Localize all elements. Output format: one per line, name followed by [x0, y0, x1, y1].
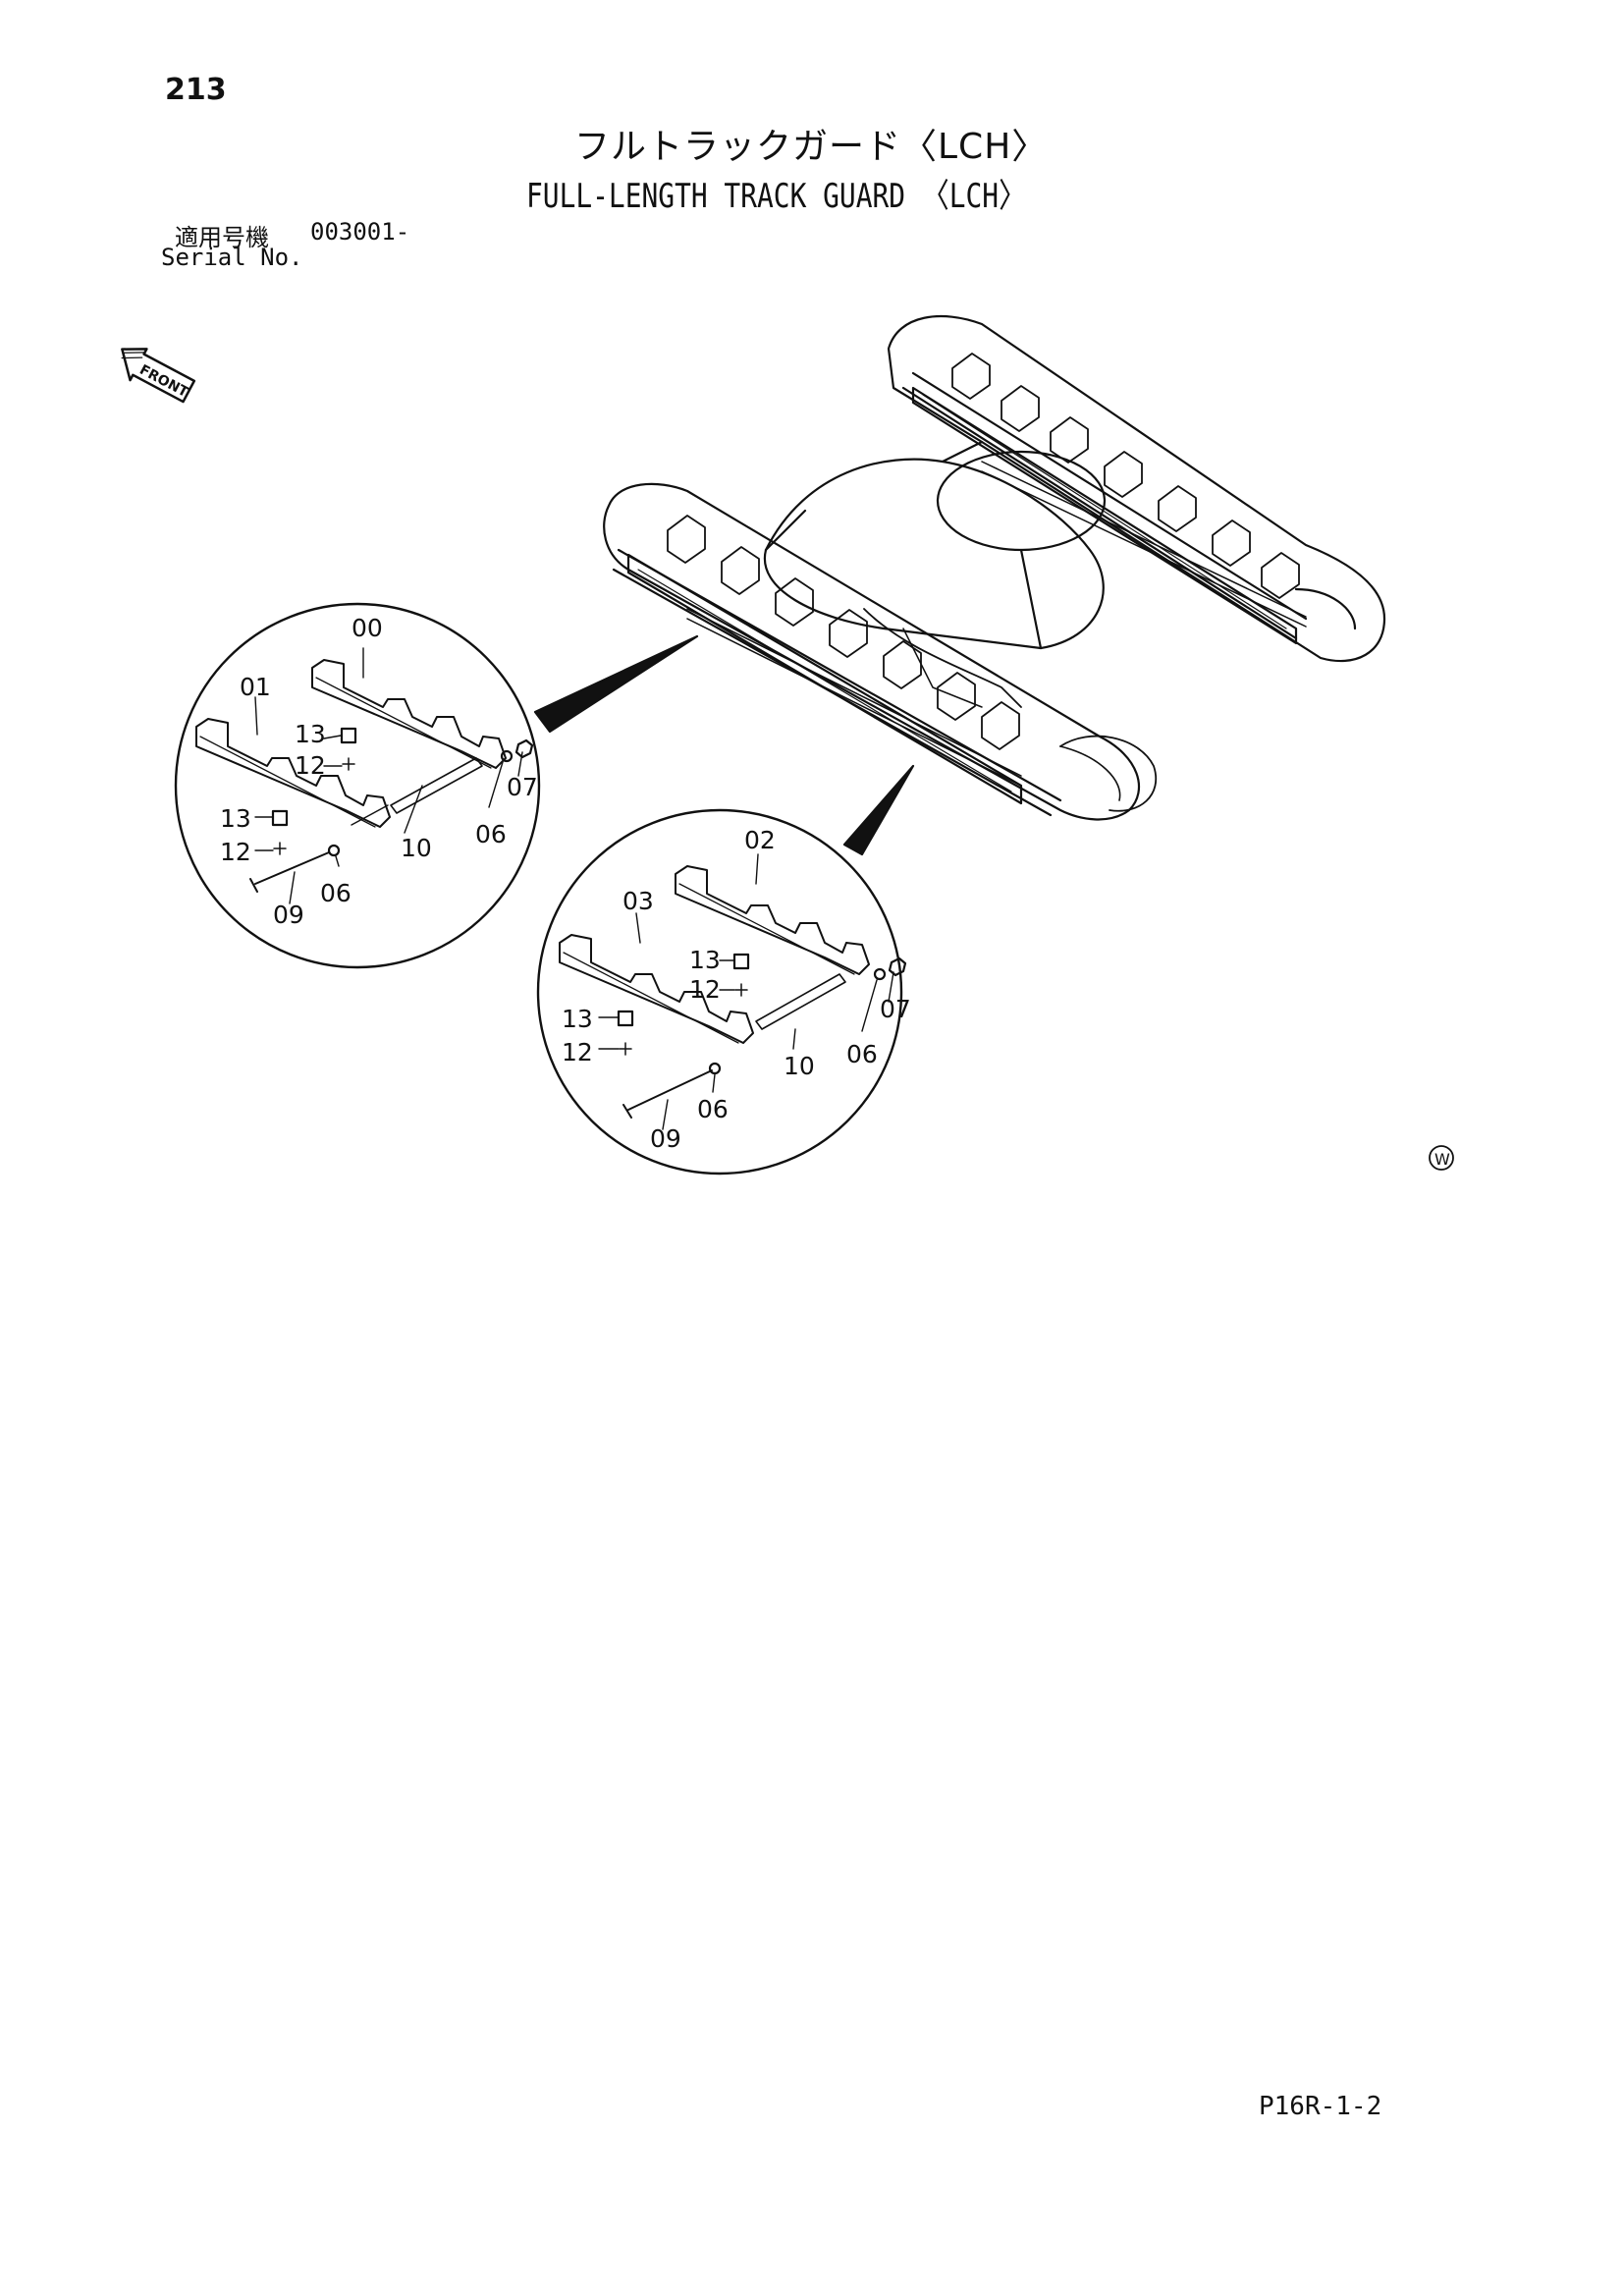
- callout-13: 13: [562, 1005, 593, 1033]
- leader-left: [533, 634, 699, 734]
- w-mark-icon: W: [1429, 1145, 1454, 1171]
- page-number: 213: [165, 73, 227, 107]
- serial-number-value: 003001-: [310, 218, 410, 246]
- callout-10: 10: [401, 834, 432, 862]
- detail-circle-left: [174, 602, 541, 969]
- callout-07: 07: [880, 995, 911, 1023]
- callout-01: 01: [240, 673, 271, 701]
- callout-13: 13: [295, 720, 326, 748]
- callout-07: 07: [507, 773, 538, 801]
- front-arrow-icon: FRONT: [121, 348, 196, 404]
- callout-13: 13: [220, 804, 251, 833]
- w-mark-label: W: [1434, 1150, 1450, 1169]
- undercarriage-assembly: [603, 314, 1386, 821]
- callout-06: 06: [846, 1040, 878, 1068]
- callout-12: 12: [689, 975, 721, 1004]
- page-code: P16R-1-2: [1259, 2092, 1382, 2121]
- callout-06: 06: [320, 879, 352, 907]
- callout-10: 10: [784, 1052, 815, 1080]
- callout-06: 06: [475, 820, 507, 848]
- callout-03: 03: [622, 887, 654, 915]
- serial-label-english: Serial No.: [161, 244, 303, 271]
- title-english: FULL-LENGTH TRACK GUARD 〈LCH〉: [526, 177, 1026, 216]
- callouts-right: 02 03 13 12 13 12 09 06 10 06 07: [562, 826, 911, 1153]
- callouts-left: 00 01 13 12 13 12 09 06 10 06 07: [220, 614, 538, 929]
- callout-13: 13: [689, 946, 721, 974]
- detail-circle-right: [536, 808, 907, 1175]
- callout-00: 00: [352, 614, 383, 642]
- callout-12: 12: [295, 751, 326, 780]
- callout-06: 06: [697, 1095, 729, 1123]
- leader-right: [842, 764, 915, 856]
- callout-09: 09: [650, 1124, 681, 1153]
- title-japanese: フルトラックガード〈LCH〉: [574, 127, 1049, 167]
- serial-label-japanese: 適用号機: [175, 224, 269, 251]
- callout-09: 09: [273, 901, 304, 929]
- callout-12: 12: [220, 838, 251, 866]
- callout-02: 02: [744, 826, 776, 854]
- callout-12: 12: [562, 1038, 593, 1066]
